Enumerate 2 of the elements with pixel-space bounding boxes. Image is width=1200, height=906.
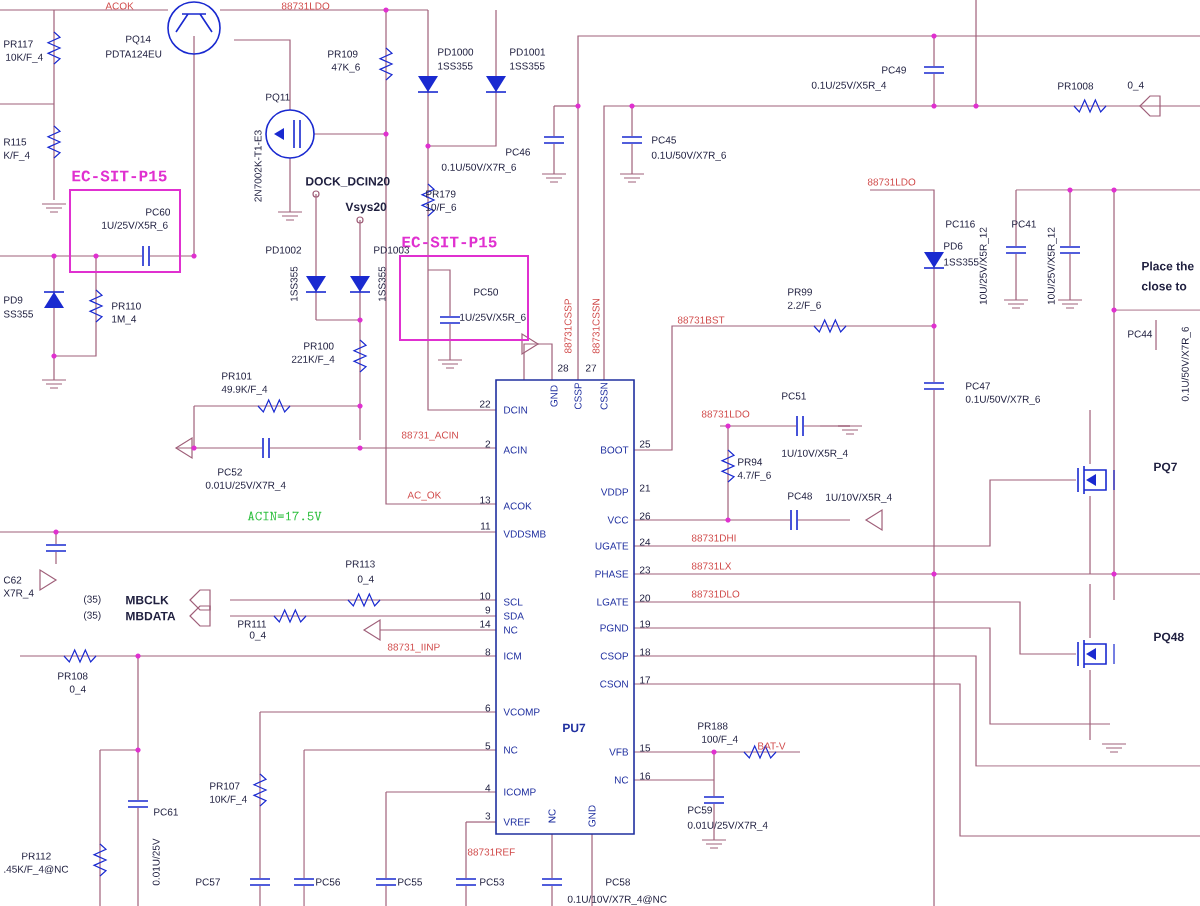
section-tag: EC-SIT-P15 [402,236,497,248]
section-tag: EC-SIT-P15 [72,170,167,182]
